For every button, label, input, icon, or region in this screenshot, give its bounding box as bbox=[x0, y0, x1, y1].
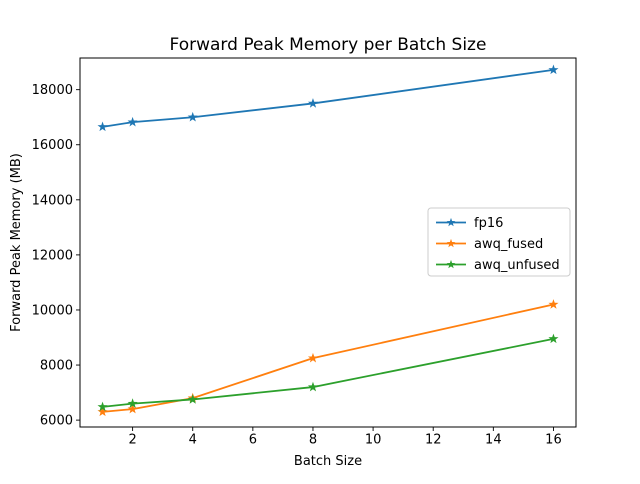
data-point-awq_unfused bbox=[127, 398, 138, 408]
legend-sample-marker-fp16 bbox=[446, 217, 456, 227]
data-point-awq_fused bbox=[127, 403, 138, 414]
axes-frame bbox=[79, 57, 577, 428]
x-tick-label: 4 bbox=[189, 433, 197, 448]
y-axis-label: Forward Peak Memory (MB) bbox=[9, 153, 24, 332]
data-point-awq_unfused bbox=[97, 401, 108, 412]
series-line-awq_fused bbox=[101, 303, 555, 413]
legend-label-awq_fused: awq_fused bbox=[474, 237, 543, 252]
x-tick-label: 10 bbox=[365, 433, 382, 448]
data-point-fp16 bbox=[307, 98, 319, 108]
legend-sample-marker-awq_fused bbox=[446, 238, 456, 248]
plot-area: 2 4 6 8 10 12 14 16 6000 8000 10000 12000 14000 16000… bbox=[32, 57, 577, 448]
y-tick-label: 14000 bbox=[32, 193, 73, 208]
y-tick-label: 6000 bbox=[40, 414, 73, 429]
series-line-awq_unfused bbox=[101, 337, 555, 408]
data-point-awq_unfused bbox=[187, 394, 198, 404]
data-point-awq_unfused bbox=[548, 333, 559, 344]
data-point-fp16 bbox=[548, 64, 559, 75]
legend-sample-marker-awq_unfused bbox=[446, 259, 456, 269]
x-tick-label: 6 bbox=[249, 433, 257, 448]
x-axis-label: Batch Size bbox=[294, 454, 362, 469]
y-tick-label: 16000 bbox=[32, 138, 73, 153]
x-tick-label: 2 bbox=[128, 433, 136, 448]
y-tick-label: 10000 bbox=[32, 303, 73, 318]
y-tick-label: 8000 bbox=[40, 359, 73, 374]
data-point-awq_fused bbox=[97, 406, 108, 417]
legend-box bbox=[427, 207, 571, 277]
data-point-fp16 bbox=[97, 121, 108, 132]
data-point-fp16 bbox=[187, 111, 198, 122]
x-tick-label: 12 bbox=[425, 433, 442, 448]
legend-label-fp16: fp16 bbox=[474, 216, 503, 231]
chart-title: Forward Peak Memory per Batch Size bbox=[170, 35, 487, 55]
data-point-awq_fused bbox=[307, 352, 319, 363]
data-point-awq_unfused bbox=[307, 381, 319, 392]
x-tick-label: 8 bbox=[309, 433, 317, 448]
y-tick-label: 12000 bbox=[32, 248, 73, 263]
series-line-fp16 bbox=[101, 68, 555, 128]
x-tick-label: 16 bbox=[545, 433, 562, 448]
data-point-awq_fused bbox=[548, 299, 559, 309]
data-point-fp16 bbox=[127, 116, 138, 127]
legend-label-awq_unfused: awq_unfused bbox=[474, 258, 560, 273]
x-tick-label: 14 bbox=[485, 433, 502, 448]
y-tick-label: 18000 bbox=[32, 83, 73, 98]
